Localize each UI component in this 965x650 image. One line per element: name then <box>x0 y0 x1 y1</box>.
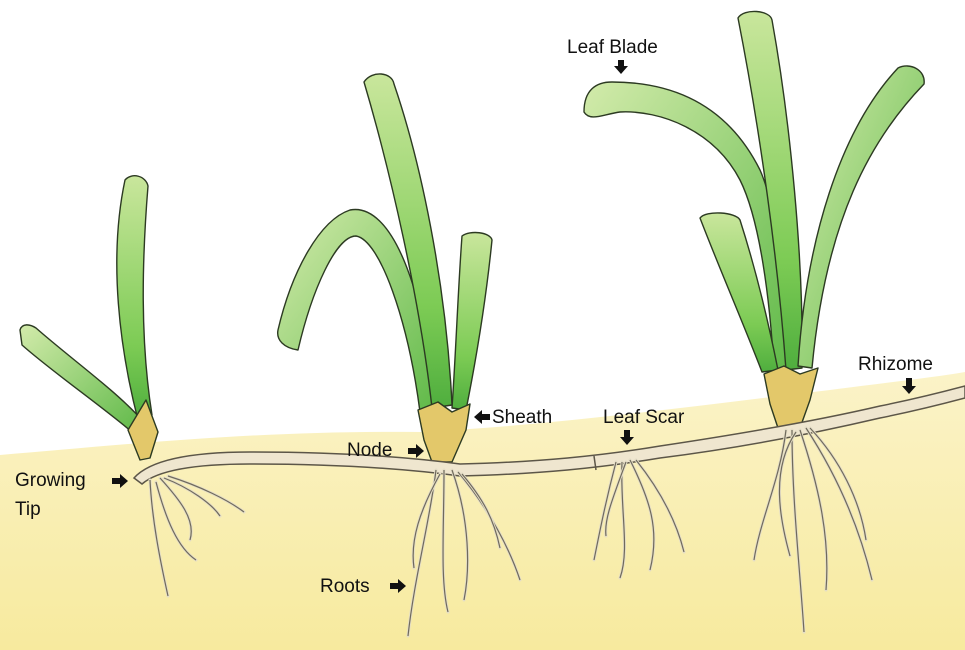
arrow-sheath <box>474 410 490 424</box>
label-leaf-scar: Leaf Scar <box>603 407 685 428</box>
label-growing-tip-1: Growing <box>15 470 86 491</box>
arrow-leaf-blade <box>614 60 628 74</box>
leaf-blade-middle-3 <box>452 233 492 410</box>
label-node: Node <box>347 440 392 461</box>
label-growing-tip-2: Tip <box>15 499 41 520</box>
leaf-blade-left-2 <box>117 176 152 420</box>
shoot-left <box>20 176 158 460</box>
label-roots: Roots <box>320 576 370 597</box>
label-rhizome: Rhizome <box>858 354 933 375</box>
leaf-blade-right-3 <box>798 66 924 368</box>
label-leaf-blade: Leaf Blade <box>567 37 658 58</box>
shoot-middle <box>278 74 492 462</box>
label-sheath: Sheath <box>492 407 552 428</box>
